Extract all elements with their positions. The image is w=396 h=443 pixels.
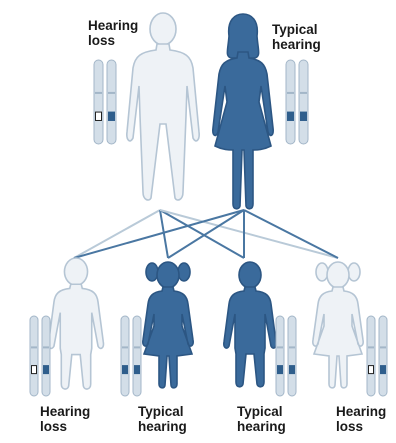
- child-4-label: Hearing loss: [336, 404, 386, 434]
- child-3-chromosomes-centromere-2: [289, 346, 295, 348]
- mother-chromosomes-centromere-2: [300, 92, 307, 94]
- mother-chromosomes-chromosome-1: [286, 60, 295, 144]
- mother-label-line2: hearing: [272, 37, 321, 52]
- child-3-figure-body: [224, 287, 276, 387]
- child-4-figure-pigtail-left: [316, 263, 328, 281]
- child-2-chromosomes-centromere-1: [122, 346, 128, 348]
- child-2-chromosomes: [121, 316, 141, 396]
- child-3-chromosomes-chromosome-1: [276, 316, 284, 396]
- link-parent-1-child-1: [74, 210, 160, 258]
- child-4-chromosomes-chromosome-2: [379, 316, 387, 396]
- child-2-chromosomes-gene-band-2: [135, 366, 140, 374]
- father-label-line1: Hearing: [88, 18, 138, 33]
- child-4-figure: [313, 262, 363, 388]
- child-1-label-line1: Hearing: [40, 404, 90, 419]
- child-3-chromosomes-centromere-1: [277, 346, 283, 348]
- child-2-figure-pigtail-right: [178, 263, 190, 281]
- child-4-label-line1: Hearing: [336, 404, 386, 419]
- child-1-label: Hearing loss: [40, 404, 90, 434]
- mother-label-line1: Typical: [272, 22, 321, 37]
- child-1-chromosomes-gene-band-1: [32, 366, 37, 374]
- child-2-label-line2: hearing: [138, 419, 187, 434]
- child-2-chromosomes-gene-band-1: [123, 366, 128, 374]
- child-3-chromosomes-gene-band-2: [290, 366, 295, 374]
- mother-figure-body: [213, 52, 273, 209]
- child-2-figure-head: [157, 262, 179, 288]
- father-figure-head: [150, 13, 176, 45]
- mother-chromosomes-centromere-1: [287, 92, 294, 94]
- father-chromosomes-chromosome-2: [107, 60, 116, 144]
- child-1-chromosomes-gene-band-2: [44, 366, 49, 374]
- father-chromosomes-chromosome-1: [94, 60, 103, 144]
- child-2-label: Typical hearing: [138, 404, 187, 434]
- father-chromosomes-centromere-2: [108, 92, 115, 94]
- child-1-chromosomes: [30, 316, 50, 396]
- father-chromosomes-gene-band-2: [109, 112, 115, 120]
- father-chromosomes-gene-band-1: [96, 112, 102, 120]
- father-label-line2: loss: [88, 33, 138, 48]
- child-3-figure: [224, 262, 276, 387]
- link-parent-1-child-4: [160, 210, 338, 258]
- mother-chromosomes-chromosome-2: [299, 60, 308, 144]
- child-1-chromosomes-chromosome-1: [30, 316, 38, 396]
- child-4-chromosomes-centromere-1: [368, 346, 374, 348]
- father-chromosomes: [94, 60, 116, 144]
- mother-chromosomes-gene-band-1: [288, 112, 294, 120]
- child-4-figure-pigtail-right: [348, 263, 360, 281]
- mother-figure: [213, 14, 273, 209]
- child-3-chromosomes: [276, 316, 296, 396]
- child-1-chromosomes-centromere-2: [43, 346, 49, 348]
- child-2-chromosomes-chromosome-2: [133, 316, 141, 396]
- child-4-chromosomes-centromere-2: [380, 346, 386, 348]
- link-parent-2-child-1: [74, 210, 244, 258]
- child-4-chromosomes-chromosome-1: [367, 316, 375, 396]
- child-1-chromosomes-centromere-1: [31, 346, 37, 348]
- mother-label: Typical hearing: [272, 22, 321, 52]
- father-label: Hearing loss: [88, 18, 138, 48]
- child-1-figure-body: [49, 284, 104, 389]
- child-1-figure: [49, 258, 104, 389]
- child-3-label: Typical hearing: [237, 404, 286, 434]
- child-2-label-line1: Typical: [138, 404, 187, 419]
- child-2-figure-body: [143, 287, 193, 388]
- child-3-label-line2: hearing: [237, 419, 286, 434]
- child-2-chromosomes-centromere-2: [134, 346, 140, 348]
- child-2-chromosomes-chromosome-1: [121, 316, 129, 396]
- child-3-chromosomes-gene-band-1: [278, 366, 283, 374]
- child-4-label-line2: loss: [336, 419, 386, 434]
- child-3-label-line1: Typical: [237, 404, 286, 419]
- child-2-figure: [143, 262, 193, 388]
- child-1-chromosomes-chromosome-2: [42, 316, 50, 396]
- child-4-figure-body: [313, 287, 363, 388]
- child-4-chromosomes: [367, 316, 387, 396]
- child-3-chromosomes-chromosome-2: [288, 316, 296, 396]
- mother-chromosomes: [286, 60, 308, 144]
- child-2-figure-pigtail-left: [146, 263, 158, 281]
- child-4-chromosomes-gene-band-2: [381, 366, 386, 374]
- mother-chromosomes-gene-band-2: [301, 112, 307, 120]
- child-4-figure-head: [327, 262, 349, 288]
- child-4-chromosomes-gene-band-1: [369, 366, 374, 374]
- child-1-label-line2: loss: [40, 419, 90, 434]
- child-1-figure-head: [64, 258, 87, 285]
- child-3-figure-head: [239, 262, 261, 288]
- father-figure-body: [127, 44, 199, 200]
- father-chromosomes-centromere-1: [95, 92, 102, 94]
- link-parent-2-child-4: [244, 210, 338, 258]
